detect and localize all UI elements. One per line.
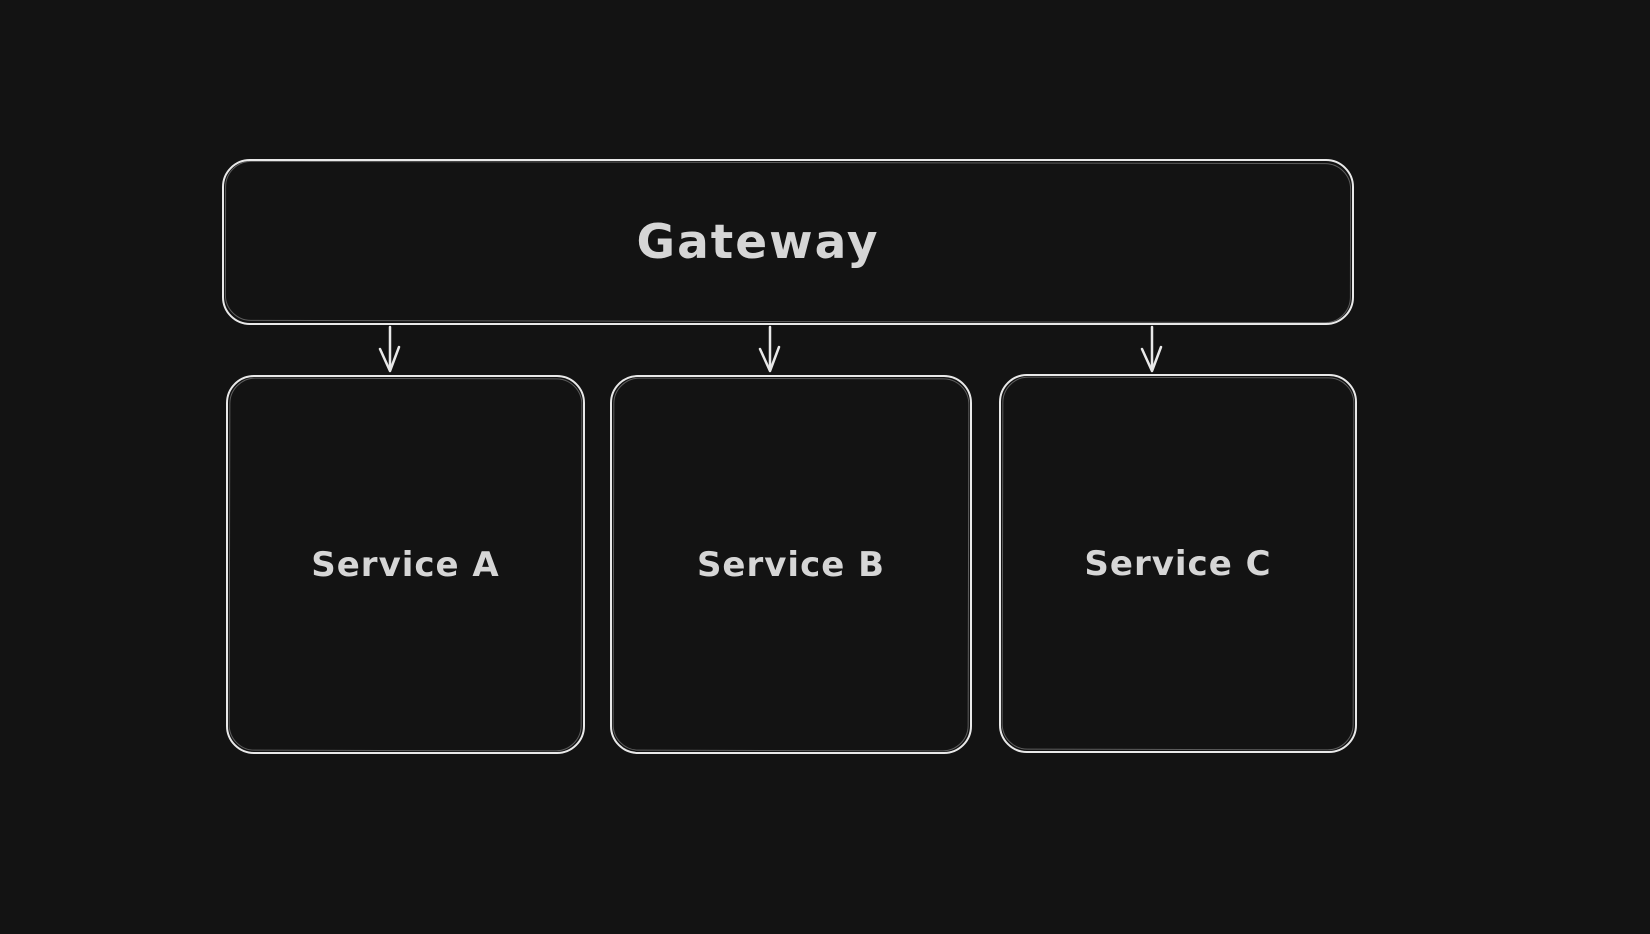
node-gateway-label: Gateway [636, 214, 880, 270]
node-service-c: Service C [999, 374, 1357, 753]
arrow-gateway-to-service-a [378, 325, 401, 373]
node-service-b-label: Service B [696, 544, 886, 585]
arrow-gateway-to-service-c [1140, 325, 1163, 373]
node-service-a-label: Service A [311, 544, 500, 585]
node-service-a: Service A [226, 375, 585, 754]
node-service-b: Service B [610, 375, 972, 754]
node-service-c-label: Service C [1084, 543, 1272, 584]
node-gateway: Gateway [222, 159, 1354, 325]
arrow-gateway-to-service-b [758, 325, 781, 373]
